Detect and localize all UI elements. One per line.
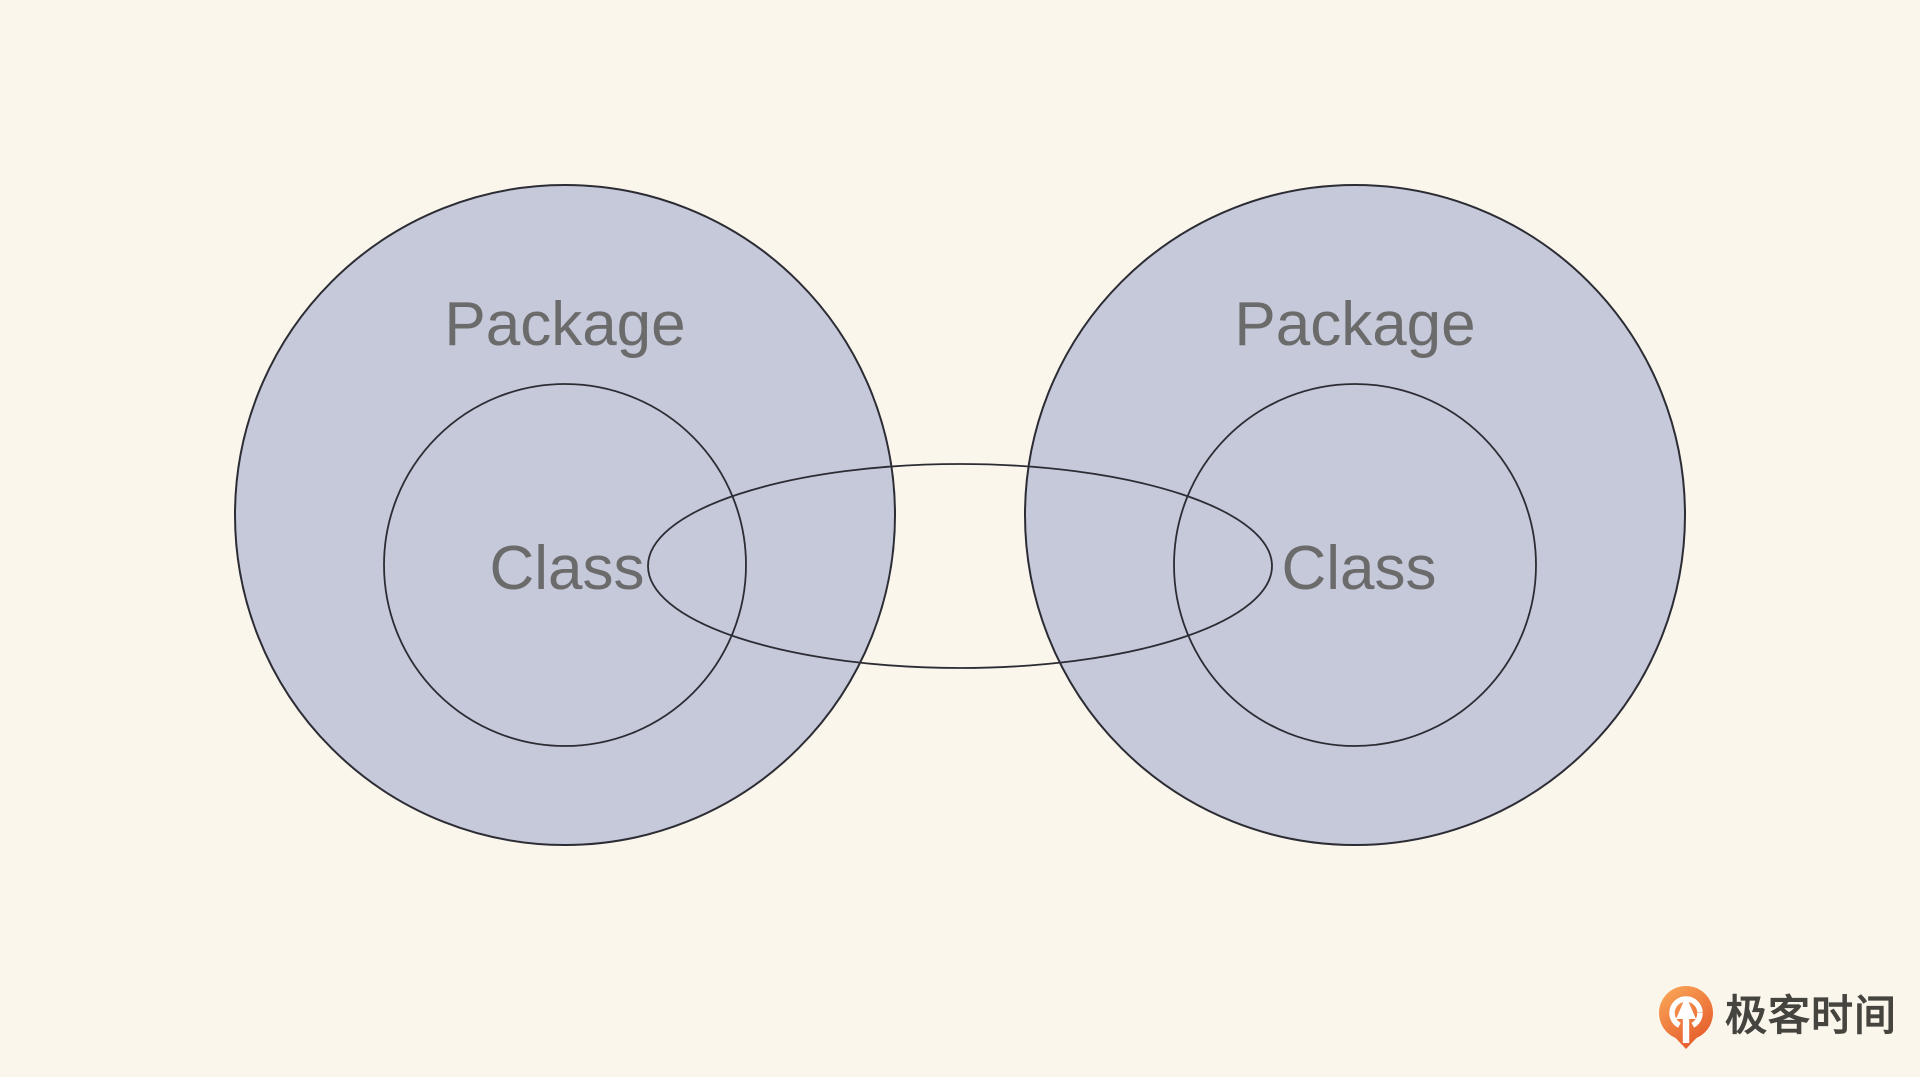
package-label-right: Package	[1234, 290, 1475, 359]
pin-arrow-shaft	[1682, 1016, 1690, 1043]
class-circle-left	[383, 383, 747, 747]
class-circle-right	[1173, 383, 1537, 747]
class-label-right: Class	[1281, 534, 1436, 603]
class-label-left: Class	[489, 534, 644, 603]
class-link-ellipse	[647, 463, 1273, 669]
package-label-left: Package	[444, 290, 685, 359]
geektime-logo: 极客时间	[1658, 986, 1897, 1050]
package-circle-right	[1024, 184, 1686, 846]
geektime-logo-text: 极客时间	[1725, 992, 1898, 1039]
pin-arrow-head	[1676, 996, 1696, 1019]
package-circle-left	[234, 184, 896, 846]
geektime-pin-icon	[1659, 986, 1713, 1049]
